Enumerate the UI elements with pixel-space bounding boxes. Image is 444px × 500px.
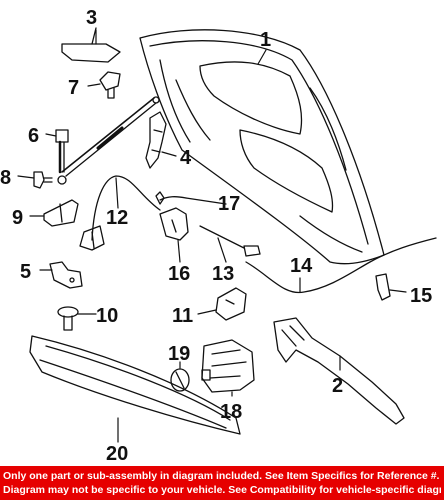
callout-16: 16: [168, 263, 190, 285]
callout-8: 8: [0, 167, 11, 189]
callout-11: 11: [172, 305, 193, 327]
part-12-release-cable: [79, 175, 161, 251]
callout-1: 1: [260, 29, 271, 51]
part-11-bracket: [215, 287, 247, 321]
callout-19: 19: [168, 343, 190, 365]
hood-components-diagram: 1 3 7 6 8 4 9 12 17 16 13 14 15 5 10 11 …: [0, 7, 437, 465]
part-hood-panel: [139, 29, 385, 265]
disclaimer-banner: Only one part or sub-assembly in diagram…: [0, 466, 444, 500]
part-10-push-pin: [57, 306, 79, 331]
part-9-bracket: [43, 199, 79, 227]
part-13-release-handle: [199, 225, 261, 257]
callout-4: 4: [180, 147, 192, 169]
disclaimer-line-2: Diagram may not be specific to your vehi…: [3, 484, 441, 496]
part-17-cable-end: [155, 191, 187, 205]
part-5-support: [49, 261, 83, 289]
part-8-bolt: [33, 171, 53, 189]
callout-12: 12: [106, 207, 128, 229]
callout-3: 3: [86, 7, 97, 29]
leader-lines: [17, 29, 407, 443]
part-20-bumper-cover: [29, 335, 241, 435]
part-18-latch-assembly: [201, 339, 255, 393]
callout-5: 5: [20, 261, 31, 283]
callout-2: 2: [332, 375, 343, 397]
part-2-support: [273, 317, 405, 425]
callout-14: 14: [290, 255, 313, 277]
part-14-cable: [245, 237, 437, 294]
callout-18: 18: [220, 401, 242, 423]
part-3-insulator: [61, 27, 121, 63]
callout-9: 9: [12, 207, 23, 229]
part-6-lift-support: [55, 96, 160, 185]
part-15-clip: [375, 273, 391, 301]
part-19-grommet: [170, 368, 190, 392]
callout-6: 6: [28, 125, 39, 147]
part-7-bumper: [99, 71, 121, 99]
part-16-latch: [159, 207, 189, 241]
callout-13: 13: [212, 263, 234, 285]
callout-7: 7: [68, 77, 79, 99]
callout-17: 17: [218, 193, 240, 215]
part-4-hinge: [145, 111, 167, 169]
disclaimer-line-1: Only one part or sub-assembly in diagram…: [3, 470, 440, 482]
callout-20: 20: [106, 443, 128, 465]
callout-15: 15: [410, 285, 432, 307]
callout-10: 10: [96, 305, 118, 327]
